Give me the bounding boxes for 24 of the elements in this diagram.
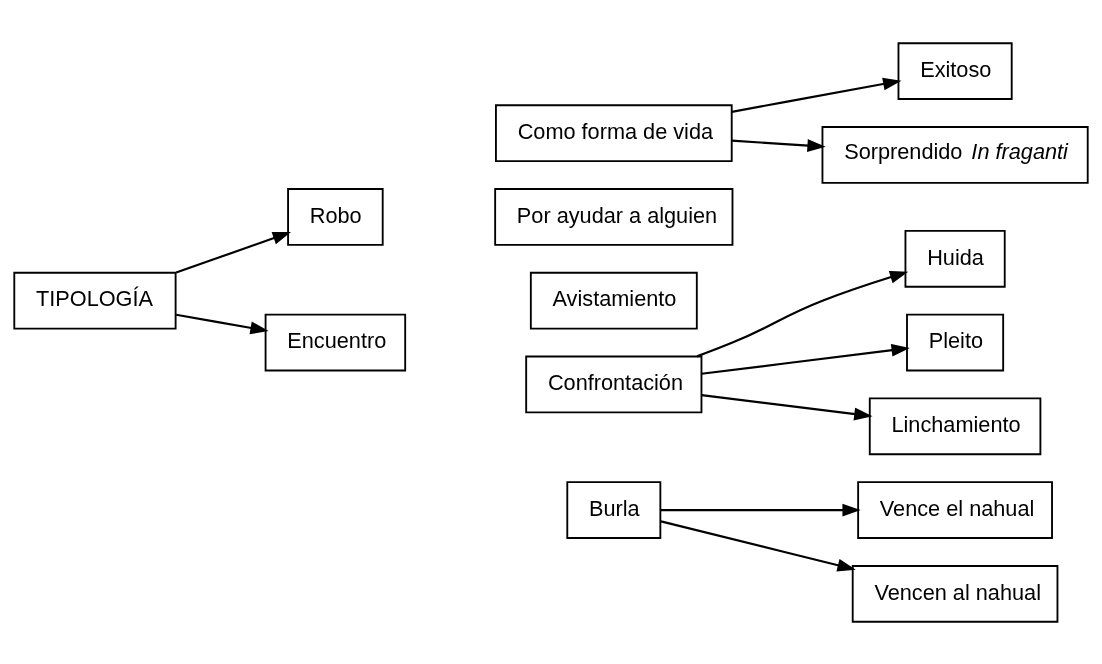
node-box: Avistamiento <box>529 271 698 330</box>
arrow <box>175 231 291 274</box>
node-box: Confrontación <box>525 355 703 413</box>
node-box: Burla <box>566 480 662 539</box>
node-box: Huida <box>904 229 1006 288</box>
node-box: Por ayudar a alguien <box>494 187 734 246</box>
node-box: Sorprendido In fraganti <box>821 125 1089 184</box>
node-box: Robo <box>287 187 384 246</box>
arrow <box>661 503 861 517</box>
node-box: Exitoso <box>897 41 1013 100</box>
arrow <box>731 138 826 152</box>
arrow <box>696 270 909 357</box>
node-box: Pleito <box>906 313 1005 371</box>
node-box: Linchamiento <box>868 397 1042 455</box>
node-box: Vence el nahual <box>857 480 1053 539</box>
node-box: Vencen al nahual <box>851 564 1059 623</box>
arrow <box>701 343 910 375</box>
arrow <box>731 77 902 113</box>
arrow <box>701 393 873 420</box>
arrow <box>176 313 269 334</box>
node-box: Encuentro <box>264 313 407 371</box>
node-box: Como forma de vida <box>495 103 733 162</box>
arrow <box>660 519 856 571</box>
node-box: TIPOLOGÍA <box>13 271 177 330</box>
